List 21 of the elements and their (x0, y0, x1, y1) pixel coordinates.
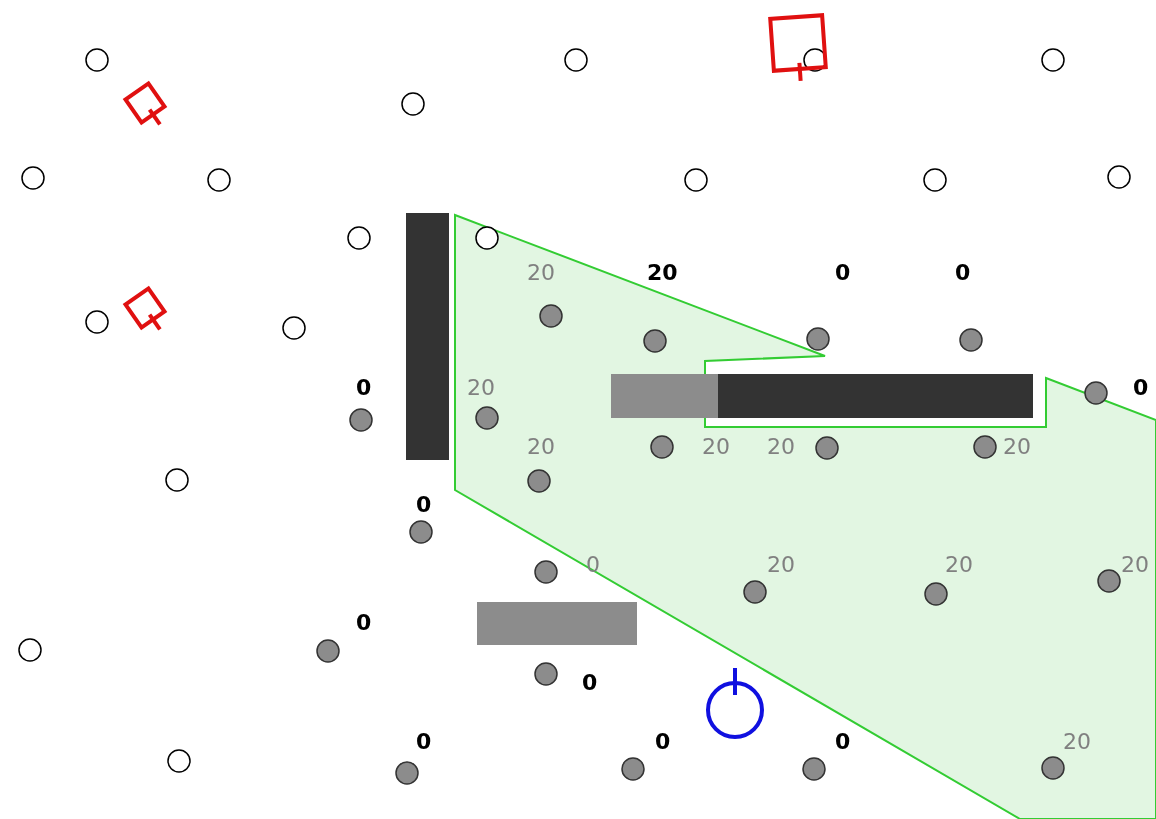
value-label: 0 (582, 672, 598, 694)
value-label: 0 (416, 494, 432, 516)
value-label: 0 (356, 612, 372, 634)
value-label: 20 (527, 262, 555, 284)
value-label: 20 (1121, 554, 1149, 576)
value-label: 20 (767, 436, 795, 458)
value-label: 0 (416, 731, 432, 753)
value-label: 20 (767, 554, 795, 576)
value-label: 20 (527, 436, 555, 458)
value-label: 0 (955, 262, 971, 284)
value-label: 20 (945, 554, 973, 576)
value-label: 0 (835, 262, 851, 284)
value-label: 0 (835, 731, 851, 753)
value-label: 0 (1133, 377, 1149, 399)
value-label: 0 (655, 731, 671, 753)
value-label: 20 (647, 262, 678, 284)
value-label: 20 (1063, 731, 1091, 753)
value-label: 0 (356, 377, 372, 399)
value-label: 20 (702, 436, 730, 458)
value-label: 20 (1003, 436, 1031, 458)
value-label: 20 (467, 377, 495, 399)
